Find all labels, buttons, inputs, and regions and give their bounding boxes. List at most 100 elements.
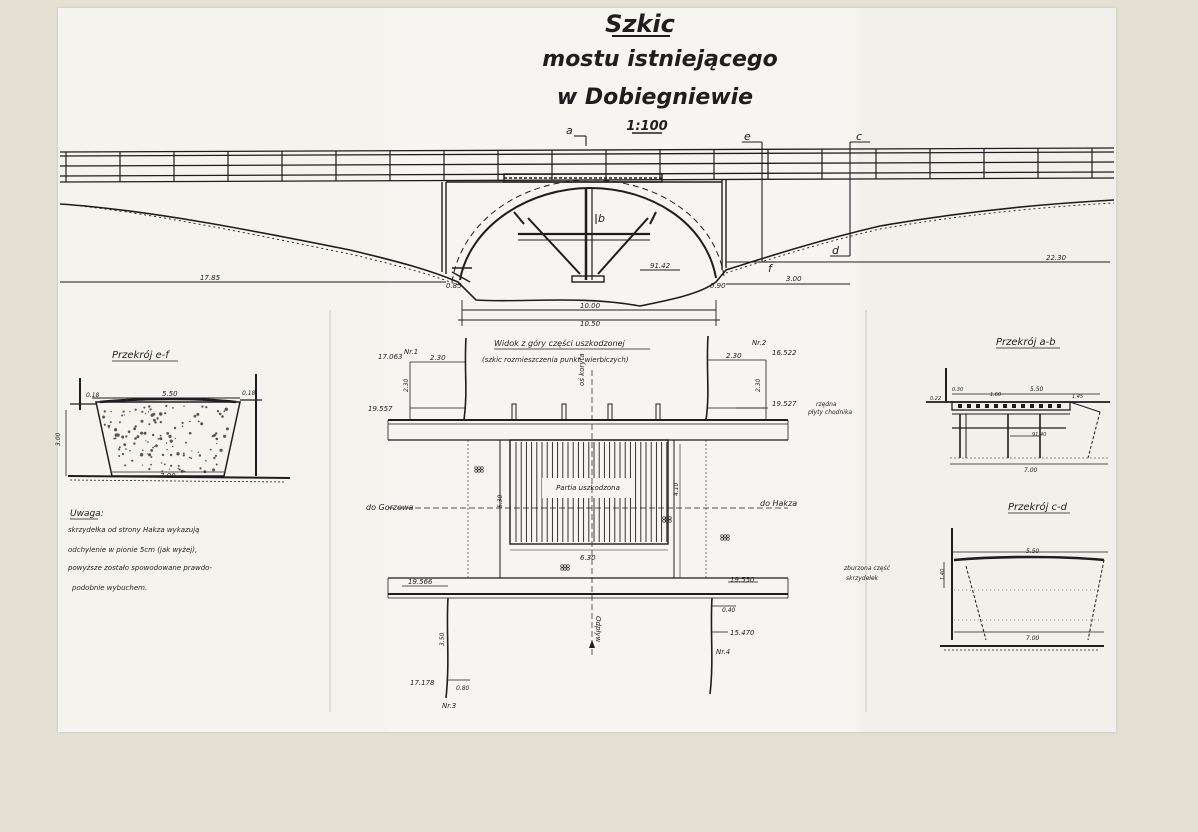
svg-text:0.85: 0.85 xyxy=(446,282,462,290)
svg-text:0.18: 0.18 xyxy=(242,390,256,397)
gravel-dot xyxy=(148,453,152,457)
gravel-dot xyxy=(161,470,164,472)
svg-text:1.60: 1.60 xyxy=(990,392,1001,398)
note-line-3: powyższe zostało spowodowane prawdo- xyxy=(67,564,212,572)
gravel-dot xyxy=(178,468,181,471)
to-hakza-label: do Hakza xyxy=(760,499,797,508)
right-vert-dim: 2.30 xyxy=(755,378,762,392)
river-flow-label: Odpływ xyxy=(594,616,602,643)
svg-text:0.90: 0.90 xyxy=(710,282,726,290)
railing xyxy=(59,147,1115,183)
rubble-mark xyxy=(563,564,567,568)
plan-view: Widok z góry części uszkodzonej (szkic r… xyxy=(387,335,789,699)
sheet-strip-right xyxy=(858,8,1116,732)
rubble-mark xyxy=(726,537,730,541)
rubble-marks xyxy=(474,466,730,571)
gravel-dot xyxy=(177,464,180,467)
note-block: Uwaga: skrzydełka od strony Hakza wykazu… xyxy=(67,509,212,592)
railing-posts xyxy=(65,148,1093,182)
gravel-dot xyxy=(215,432,218,435)
svg-text:22.30: 22.30 xyxy=(1046,254,1067,262)
section-ab: Przekrój a-b 5.50 7.00 0.30 1.45 1.60 91… xyxy=(926,336,1110,474)
rubble-mark xyxy=(723,534,727,538)
gravel-dot xyxy=(114,437,117,440)
title-line2: mostu istniejącego xyxy=(542,47,777,72)
section-cut-lines xyxy=(574,135,870,263)
gravel-dot xyxy=(150,463,153,466)
gravel-dot xyxy=(141,464,143,466)
gravel-dot xyxy=(121,435,125,439)
gravel-dot xyxy=(182,454,185,457)
gravel-dot xyxy=(125,448,127,450)
gravel-dot xyxy=(129,411,131,413)
svg-text:c: c xyxy=(856,130,862,143)
point-2-label: Nr.2 xyxy=(752,339,767,347)
gravel-dot xyxy=(103,410,107,413)
gravel-dot xyxy=(141,410,144,413)
deck-slot xyxy=(1012,404,1016,408)
svg-text:7.00: 7.00 xyxy=(160,472,176,480)
section-mark-labels: a b e f c d xyxy=(566,124,862,275)
gravel-dot xyxy=(213,433,216,437)
gravel-dot xyxy=(153,420,155,422)
gravel-dot xyxy=(157,438,160,440)
gravel-dot xyxy=(189,420,191,423)
gravel-dot xyxy=(223,410,226,413)
svg-text:10.00: 10.00 xyxy=(580,302,601,310)
section-ab-title: Przekrój a-b xyxy=(996,336,1056,348)
gravel-dot xyxy=(190,457,193,460)
point-4-level: 15.470 xyxy=(730,629,755,637)
rubble-mark xyxy=(566,564,570,568)
svg-text:3.00: 3.00 xyxy=(55,432,62,446)
svg-text:d: d xyxy=(832,244,840,257)
gravel-dot xyxy=(118,455,121,457)
rubble-mark xyxy=(720,537,724,541)
svg-text:0.30: 0.30 xyxy=(952,387,963,393)
point-4-label: Nr.4 xyxy=(716,648,730,656)
svg-text:1.45: 1.45 xyxy=(1072,394,1083,400)
gravel-dot xyxy=(153,445,156,447)
bottom-left-level: 19.566 xyxy=(408,578,433,586)
gravel-dot xyxy=(148,405,151,408)
gravel-dot xyxy=(160,462,163,464)
gravel-dot xyxy=(172,445,174,448)
svg-text:5.50: 5.50 xyxy=(1030,386,1044,393)
gravel-dot xyxy=(142,449,144,452)
gravel-dot xyxy=(125,435,128,438)
gravel-dot xyxy=(109,421,112,424)
gravel-dot xyxy=(221,415,224,418)
small-080: 0.80 xyxy=(456,685,470,692)
gravel-dot xyxy=(197,451,200,453)
rubble-mark xyxy=(477,469,481,473)
gravel-dot xyxy=(139,453,144,457)
gravel-dot xyxy=(150,413,154,417)
title-scale: 1:100 xyxy=(626,119,667,134)
gravel-dot xyxy=(224,407,228,411)
svg-text:1.40: 1.40 xyxy=(940,569,946,580)
gravel-dot xyxy=(216,443,218,445)
gravel-dot xyxy=(110,410,112,413)
gravel-dot xyxy=(225,427,229,431)
gravel-dot xyxy=(161,453,165,457)
deck-slot xyxy=(1048,404,1052,408)
gravel-dot xyxy=(133,442,136,445)
gravel-dot xyxy=(201,405,204,408)
gravel-dot xyxy=(148,467,151,471)
dim-530: 5.30 xyxy=(497,494,504,508)
gravel-dot xyxy=(218,412,222,416)
svg-text:5.50: 5.50 xyxy=(162,390,178,398)
rubble-mark xyxy=(480,466,484,470)
gravel-dot xyxy=(205,460,207,462)
svg-text:zburzona część: zburzona część xyxy=(843,565,891,572)
title-line1: Szkic xyxy=(605,10,675,38)
svg-text:7.00: 7.00 xyxy=(1026,635,1040,642)
svg-text:skrzydełek: skrzydełek xyxy=(846,575,879,582)
gravel-dot xyxy=(150,456,153,458)
gravel-dot xyxy=(159,412,163,416)
rubble-mark xyxy=(668,519,672,523)
gravel-dot xyxy=(102,415,106,419)
gravel-dot xyxy=(212,468,215,472)
note-line-1: skrzydełka od strony Hakza wykazują xyxy=(68,526,199,534)
gravel-dot xyxy=(159,420,162,424)
gravel-dot xyxy=(211,435,213,438)
